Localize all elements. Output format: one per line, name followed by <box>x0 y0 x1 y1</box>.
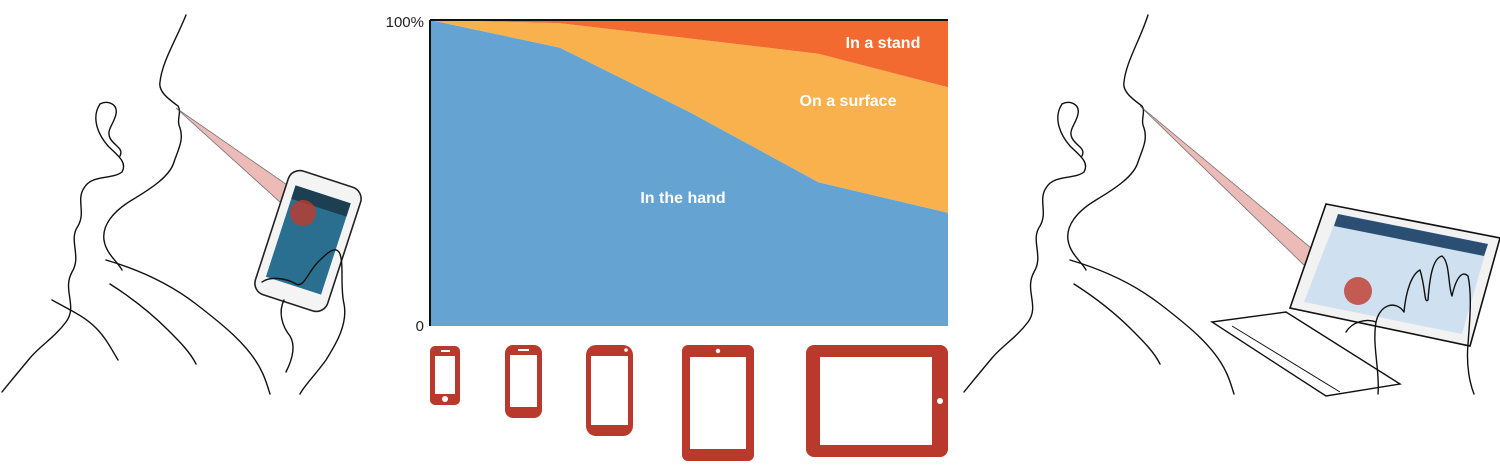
small-phone-icon <box>430 346 460 405</box>
right-collar <box>1073 283 1161 365</box>
right-ear <box>1061 101 1084 157</box>
left-shoulder <box>105 259 271 395</box>
right-laptop-base <box>1210 311 1402 397</box>
y-tick-bottom: 0 <box>416 318 424 335</box>
left-phone-device <box>254 169 362 313</box>
right-shoulder <box>1069 259 1235 395</box>
left-hair <box>1 103 125 393</box>
chart-areas <box>430 20 948 326</box>
left-face-profile <box>103 14 187 271</box>
left-hand-thumb <box>280 299 294 373</box>
right-person-tablet-sketch <box>963 14 1500 397</box>
label-in-a-stand: In a stand <box>846 35 921 52</box>
label-on-a-surface: On a surface <box>800 93 897 110</box>
chart: In a stand On a surface In the hand 100%… <box>386 14 948 335</box>
phone-icon <box>505 345 542 418</box>
large-phone-icon <box>586 345 633 436</box>
label-in-the-hand: In the hand <box>640 190 725 207</box>
right-tablet-device <box>1288 203 1500 347</box>
area-in-a-stand <box>430 20 948 88</box>
left-touch-point <box>290 200 316 226</box>
area-on-a-surface <box>430 20 948 213</box>
left-hand <box>261 249 346 395</box>
right-hand-thumb <box>1345 319 1377 333</box>
right-hand <box>1374 255 1475 395</box>
left-ear <box>99 101 122 157</box>
area-in-the-hand <box>430 20 948 326</box>
small-tablet-icon <box>682 345 754 461</box>
chart-area-labels: In a stand On a surface In the hand <box>640 35 920 207</box>
y-tick-top: 100% <box>386 14 424 31</box>
right-hair <box>963 103 1087 393</box>
left-collar <box>109 283 197 365</box>
right-face-profile <box>1067 14 1149 271</box>
device-icons <box>430 345 948 461</box>
large-tablet-icon <box>806 345 948 457</box>
left-back <box>51 299 119 361</box>
left-person-phone-sketch <box>1 14 362 395</box>
right-touch-point <box>1344 277 1372 305</box>
